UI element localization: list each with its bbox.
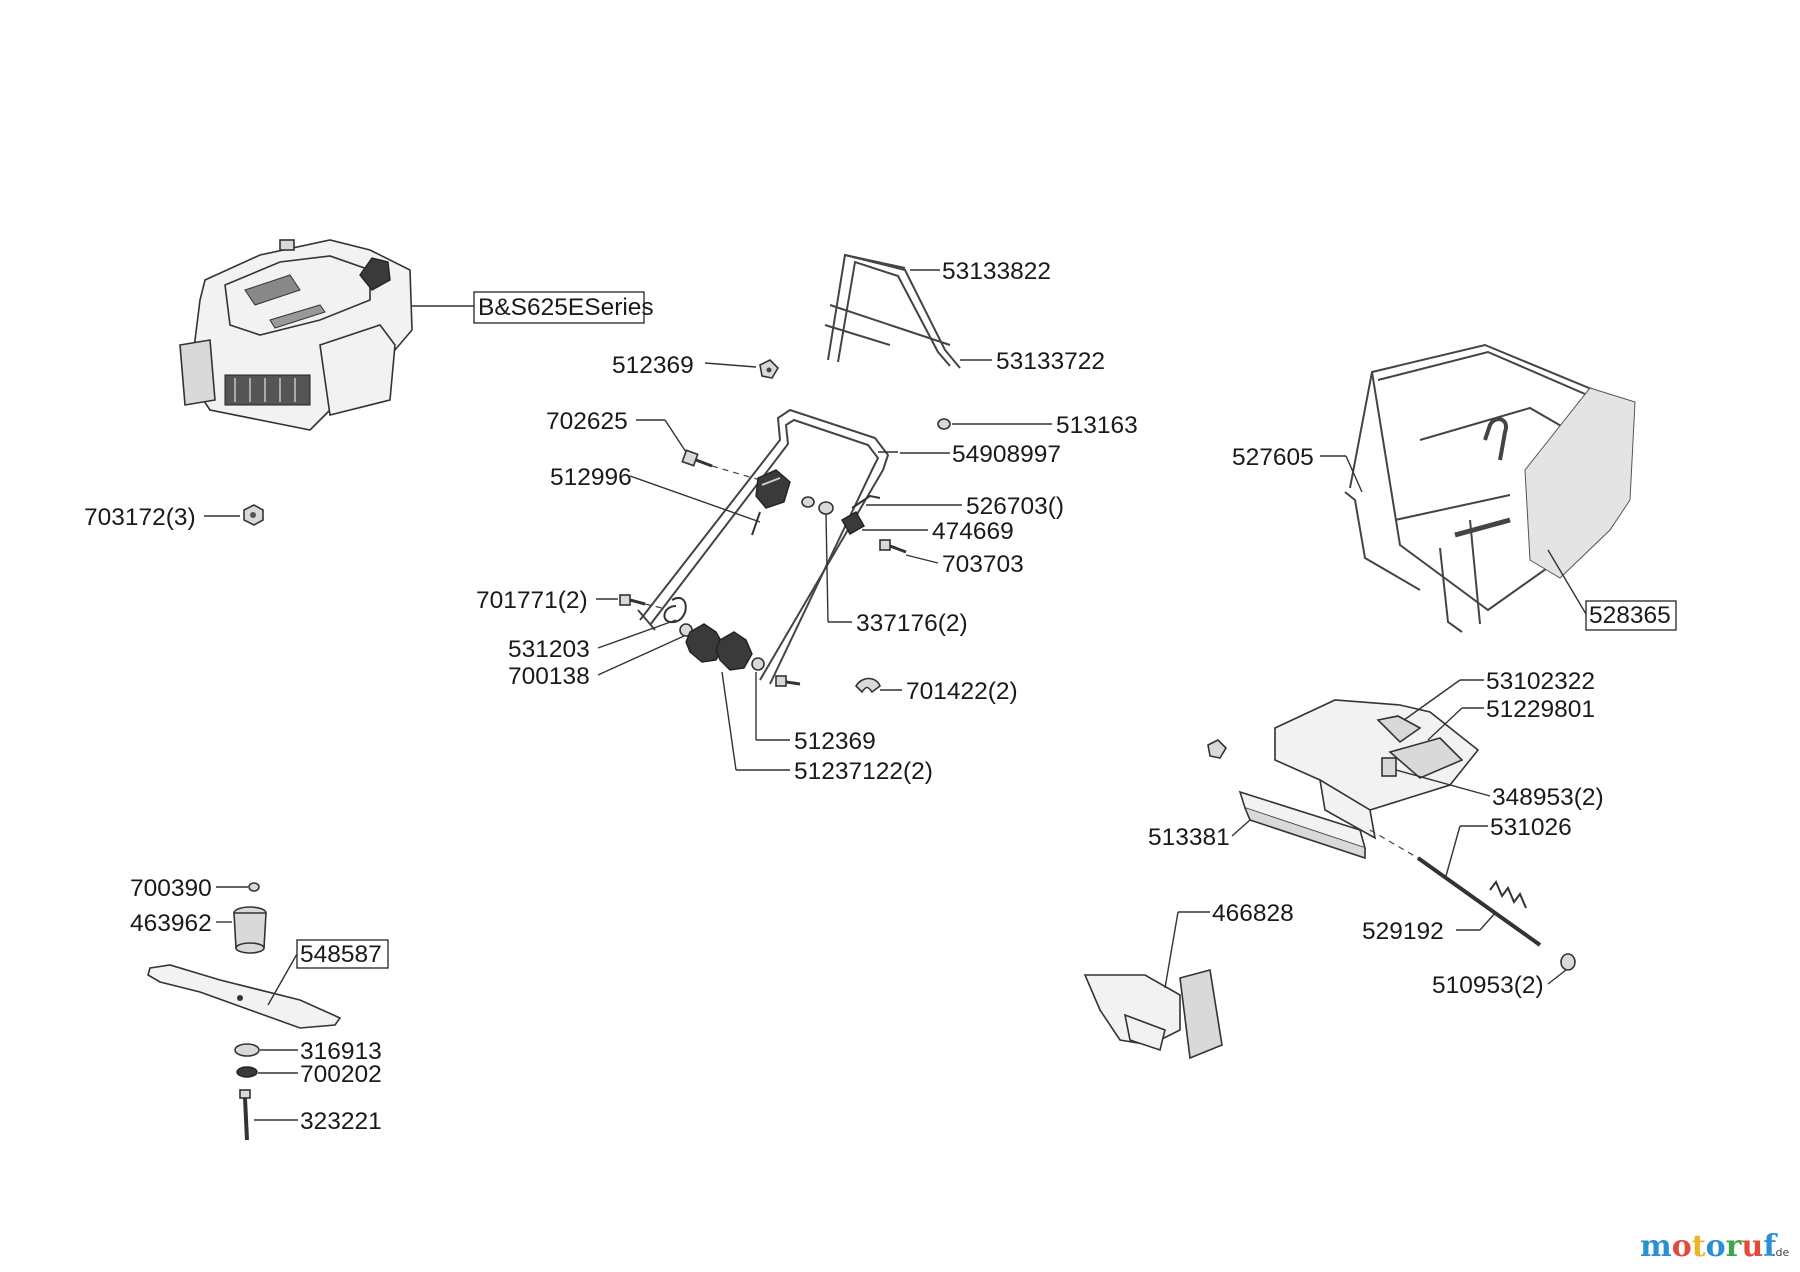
lockwasher-700202-label: 700202 bbox=[300, 1061, 382, 1088]
washer-316913-part bbox=[234, 1043, 260, 1057]
spring-529192-part bbox=[1489, 880, 1527, 909]
washer-316913-label: 316913 bbox=[300, 1038, 382, 1065]
engine-label: B&S625ESeries bbox=[478, 294, 654, 321]
flap-51229801-label: 51229801 bbox=[1486, 696, 1595, 723]
bushing-337176-part bbox=[801, 496, 834, 515]
grass-bag-label: 528365 bbox=[1589, 602, 1671, 629]
nut-510953-label: 510953(2) bbox=[1432, 972, 1544, 999]
nut-512369-bottom-label: 512369 bbox=[794, 728, 876, 755]
nut-703172-label: 703172(3) bbox=[84, 504, 196, 531]
washer-700138-label: 700138 bbox=[508, 663, 590, 690]
spring-531203-label: 531203 bbox=[508, 636, 590, 663]
rail-513381-part bbox=[1238, 790, 1367, 860]
key-700390-part bbox=[248, 882, 260, 892]
nut-512369-top-label: 512369 bbox=[612, 352, 694, 379]
upper-handle-label: 53133822 bbox=[942, 258, 1051, 285]
screw-701771-part bbox=[619, 594, 646, 606]
lockwasher-700202-part bbox=[236, 1066, 258, 1078]
blade-548587-label: 548587 bbox=[300, 941, 382, 968]
spring-washer-part bbox=[663, 597, 693, 637]
washer-513163-part bbox=[937, 418, 951, 430]
nut-512369-top-part bbox=[759, 359, 780, 379]
knobs-51237122-part bbox=[685, 623, 753, 671]
svg-text:motoruf: motoruf bbox=[1640, 1229, 1778, 1264]
axle-531026-label: 531026 bbox=[1490, 814, 1572, 841]
grass-bag-label-box bbox=[1585, 600, 1677, 631]
rail-513381-label: 513381 bbox=[1148, 824, 1230, 851]
key-700390-label: 700390 bbox=[130, 875, 212, 902]
lever-512996-label: 512996 bbox=[550, 464, 632, 491]
lever-512996-part bbox=[751, 469, 791, 536]
nut-512369-bottom-part bbox=[751, 657, 801, 687]
nut-703172-part bbox=[243, 504, 264, 526]
screw-702625-part bbox=[681, 449, 713, 468]
middle-handle-label: 53133722 bbox=[996, 348, 1105, 375]
bag-frame-label: 527605 bbox=[1232, 444, 1314, 471]
clip-701422-part bbox=[854, 677, 881, 694]
washer-513163-label: 513163 bbox=[1056, 412, 1138, 439]
screw-702625-label: 702625 bbox=[546, 408, 628, 435]
cable-526703-label: 526703() bbox=[966, 493, 1064, 520]
lower-handle-illustration bbox=[637, 408, 890, 685]
upper-handle-illustration bbox=[824, 253, 961, 369]
adapter-463962-part bbox=[233, 906, 267, 954]
clip-474669-label: 474669 bbox=[932, 518, 1014, 545]
adapter-463962-label: 463962 bbox=[130, 910, 212, 937]
screw-703703-part bbox=[879, 539, 907, 554]
grass-bag-illustration bbox=[1344, 343, 1636, 633]
clip-701422-label: 701422(2) bbox=[906, 678, 1018, 705]
flap-53102322-label: 53102322 bbox=[1486, 668, 1595, 695]
screw-703703-label: 703703 bbox=[942, 551, 1024, 578]
screw-701771-label: 701771(2) bbox=[476, 587, 588, 614]
axle-531026-part bbox=[1369, 829, 1576, 971]
cable-clip-part bbox=[841, 494, 881, 535]
mulch-insert-466828-label: 466828 bbox=[1212, 900, 1294, 927]
watermark-tld: .de bbox=[1772, 1246, 1789, 1259]
engine-label-box bbox=[473, 291, 645, 324]
knobs-51237122-label: 51237122(2) bbox=[794, 758, 933, 785]
blade-548587-part bbox=[147, 964, 342, 1029]
spring-529192-label: 529192 bbox=[1362, 918, 1444, 945]
lower-handle-label: 54908997 bbox=[952, 441, 1061, 468]
flap-nut-part bbox=[1207, 739, 1228, 759]
bolt-323221-label: 323221 bbox=[300, 1108, 382, 1135]
mulch-insert-466828-part bbox=[1083, 968, 1223, 1060]
rear-flap-illustration bbox=[1274, 699, 1480, 840]
engine-illustration bbox=[179, 239, 413, 431]
bracket-348953-label: 348953(2) bbox=[1492, 784, 1604, 811]
bolt-323221-part bbox=[239, 1089, 251, 1141]
motoruf-watermark: motoruf .de bbox=[1640, 1229, 1789, 1264]
bushing-337176-label: 337176(2) bbox=[856, 610, 968, 637]
